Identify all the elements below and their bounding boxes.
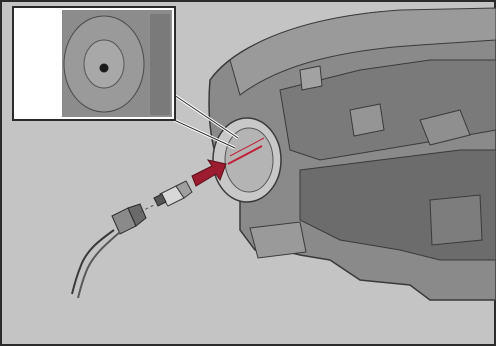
socket-closeup-icon xyxy=(13,7,175,120)
